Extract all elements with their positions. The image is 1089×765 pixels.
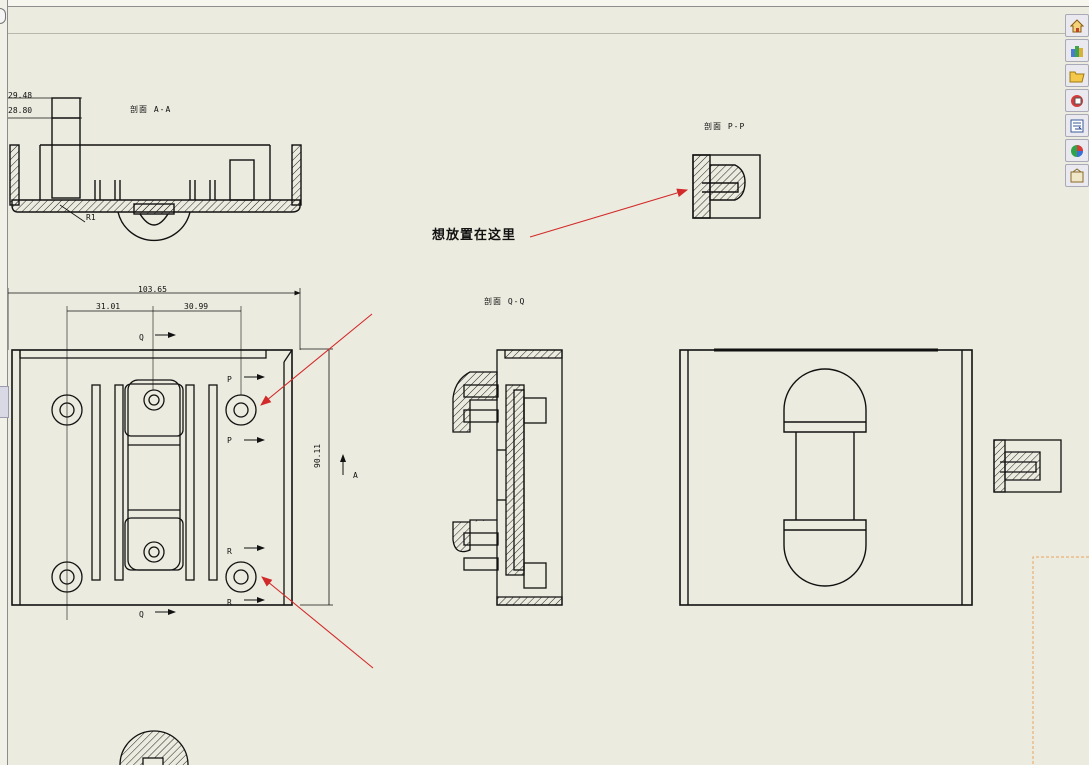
properties-icon[interactable] — [1065, 114, 1089, 137]
left-window-frame — [0, 0, 8, 765]
window-top-border — [0, 0, 1089, 7]
dim-29-48[interactable]: 29.48 — [8, 91, 33, 100]
section-aa-label: 剖面 A-A — [130, 105, 172, 114]
marker-p-bottom: P — [227, 436, 232, 445]
marker-q-bottom: Q — [139, 610, 144, 619]
design-library-icon[interactable] — [1065, 39, 1089, 62]
marker-q-top: Q — [139, 333, 144, 342]
custom-properties-icon[interactable] — [1065, 164, 1089, 187]
red-annotation-leaders — [260, 188, 689, 669]
appearances-icon[interactable] — [1065, 139, 1089, 162]
section-pp-view[interactable] — [692, 154, 761, 219]
section-qq-view[interactable] — [452, 349, 563, 606]
section-aa-view[interactable] — [8, 97, 302, 242]
sheet-top-edge — [8, 33, 1066, 34]
right-view[interactable] — [679, 348, 973, 606]
panel-splitter-handle[interactable] — [0, 386, 9, 418]
dim-height[interactable]: 90.11 — [313, 443, 322, 468]
marker-r-bottom: R — [227, 598, 232, 607]
dim-28-80[interactable]: 28.80 — [8, 106, 33, 115]
file-explorer-icon[interactable] — [1065, 64, 1089, 87]
sheet-border-dashed — [1032, 556, 1089, 765]
section-pp-label: 剖面 P-P — [704, 122, 746, 131]
home-icon[interactable] — [1065, 14, 1089, 37]
dim-overall-width[interactable]: 103.65 — [138, 285, 167, 294]
annotation-note: 想放置在这里 — [432, 228, 517, 243]
dim-right-offset[interactable]: 30.99 — [184, 302, 209, 311]
partial-bottom-view — [119, 730, 189, 765]
dim-left-offset[interactable]: 31.01 — [96, 302, 121, 311]
view-palette-icon[interactable] — [1065, 89, 1089, 112]
dim-radius[interactable]: R1 — [86, 213, 96, 222]
section-qq-label: 剖面 Q-Q — [484, 297, 526, 306]
front-view[interactable] — [7, 288, 346, 620]
marker-r-top: R — [227, 547, 232, 556]
marker-p-top: P — [227, 375, 232, 384]
marker-a: A — [353, 471, 358, 480]
task-pane — [1065, 14, 1089, 189]
detail-view-small[interactable] — [993, 439, 1062, 493]
